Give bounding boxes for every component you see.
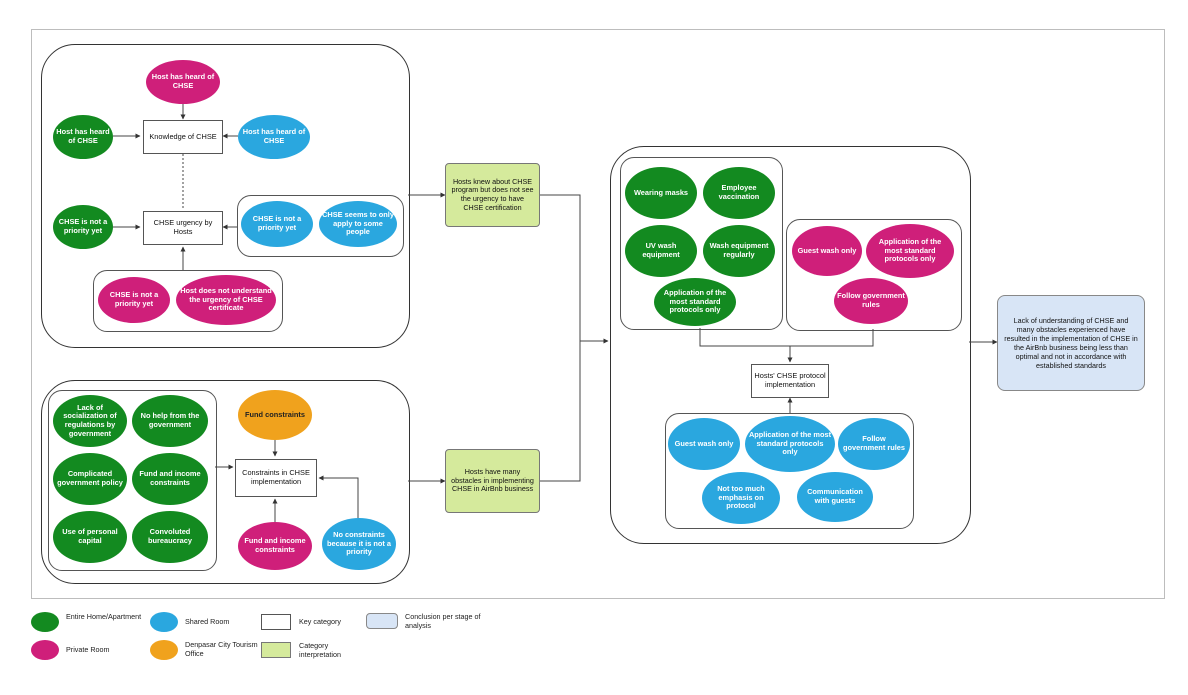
legend-key-swatch bbox=[261, 614, 291, 630]
node-entire-wearing-masks: Wearing masks bbox=[625, 167, 697, 219]
node-shared-no-constraints: No constraints because it is not a prior… bbox=[322, 518, 396, 570]
legend-entire-label: Entire Home/Apartment bbox=[66, 612, 142, 621]
node-private-guest-wash: Guest wash only bbox=[792, 226, 862, 276]
key-constraints-chse: Constraints in CHSE implementation bbox=[235, 459, 317, 497]
legend-private-label: Private Room bbox=[66, 645, 110, 654]
conclusion-box: Lack of understanding of CHSE and many o… bbox=[997, 295, 1145, 391]
node-private-standard-protocols: Application of the most standard protoco… bbox=[866, 224, 954, 278]
node-private-heard-chse: Host has heard of CHSE bbox=[146, 60, 220, 104]
node-private-no-urgency: Host does not understand the urgency of … bbox=[176, 275, 276, 325]
node-shared-follow-rules: Follow government rules bbox=[838, 418, 910, 470]
diagram-frame bbox=[31, 29, 1165, 599]
legend-entire-swatch bbox=[31, 612, 59, 632]
node-entire-complicated-policy: Complicated government policy bbox=[53, 453, 127, 505]
node-tourism-fund-constraints: Fund constraints bbox=[238, 390, 312, 440]
legend-shared-swatch bbox=[150, 612, 178, 632]
legend-shared-label: Shared Room bbox=[185, 617, 230, 626]
node-shared-not-emphasis: Not too much emphasis on protocol bbox=[702, 472, 780, 524]
legend-key-label: Key category bbox=[299, 617, 341, 626]
node-shared-not-priority: CHSE is not a priority yet bbox=[241, 201, 313, 247]
interp-hosts-many-obstacles: Hosts have many obstacles in implementin… bbox=[445, 449, 540, 513]
legend-concl-swatch bbox=[366, 613, 398, 629]
legend-concl-label: Conclusion per stage of analysis bbox=[405, 612, 481, 630]
node-entire-not-priority: CHSE is not a priority yet bbox=[53, 205, 113, 249]
node-entire-fund-income: Fund and income constraints bbox=[132, 453, 208, 505]
key-knowledge-of-chse: Knowledge of CHSE bbox=[143, 120, 223, 154]
node-shared-standard-protocols: Application of the most standard protoco… bbox=[745, 416, 835, 472]
node-private-fund-income: Fund and income constraints bbox=[238, 522, 312, 570]
interp-hosts-knew-chse: Hosts knew about CHSE program but does n… bbox=[445, 163, 540, 227]
node-entire-employee-vaccination: Employee vaccination bbox=[703, 167, 775, 219]
node-shared-communication: Communication with guests bbox=[797, 472, 873, 522]
node-private-follow-rules: Follow government rules bbox=[834, 278, 908, 324]
node-entire-no-help: No help from the government bbox=[132, 395, 208, 447]
node-private-not-priority: CHSE is not a priority yet bbox=[98, 277, 170, 323]
legend-tourism-label: Denpasar City Tourism Office bbox=[185, 640, 258, 658]
legend-private-swatch bbox=[31, 640, 59, 660]
node-shared-guest-wash: Guest wash only bbox=[668, 418, 740, 470]
node-entire-standard-protocols: Application of the most standard protoco… bbox=[654, 278, 736, 326]
key-chse-urgency: CHSE urgency by Hosts bbox=[143, 211, 223, 245]
node-entire-lack-socialization: Lack of socialization of regulations by … bbox=[53, 395, 127, 447]
legend-interp-swatch bbox=[261, 642, 291, 658]
node-entire-convoluted-bureaucracy: Convoluted bureaucracy bbox=[132, 511, 208, 563]
node-shared-heard-chse: Host has heard of CHSE bbox=[238, 115, 310, 159]
node-entire-personal-capital: Use of personal capital bbox=[53, 511, 127, 563]
node-entire-wash-regularly: Wash equipment regularly bbox=[703, 225, 775, 277]
legend-interp-label: Category interpretation bbox=[299, 641, 341, 659]
key-protocol-implementation: Hosts' CHSE protocol implementation bbox=[751, 364, 829, 398]
node-entire-heard-chse: Host has heard of CHSE bbox=[53, 115, 113, 159]
node-entire-uv-wash: UV wash equipment bbox=[625, 225, 697, 277]
legend-tourism-swatch bbox=[150, 640, 178, 660]
node-shared-only-some: CHSE seems to only apply to some people bbox=[319, 201, 397, 247]
